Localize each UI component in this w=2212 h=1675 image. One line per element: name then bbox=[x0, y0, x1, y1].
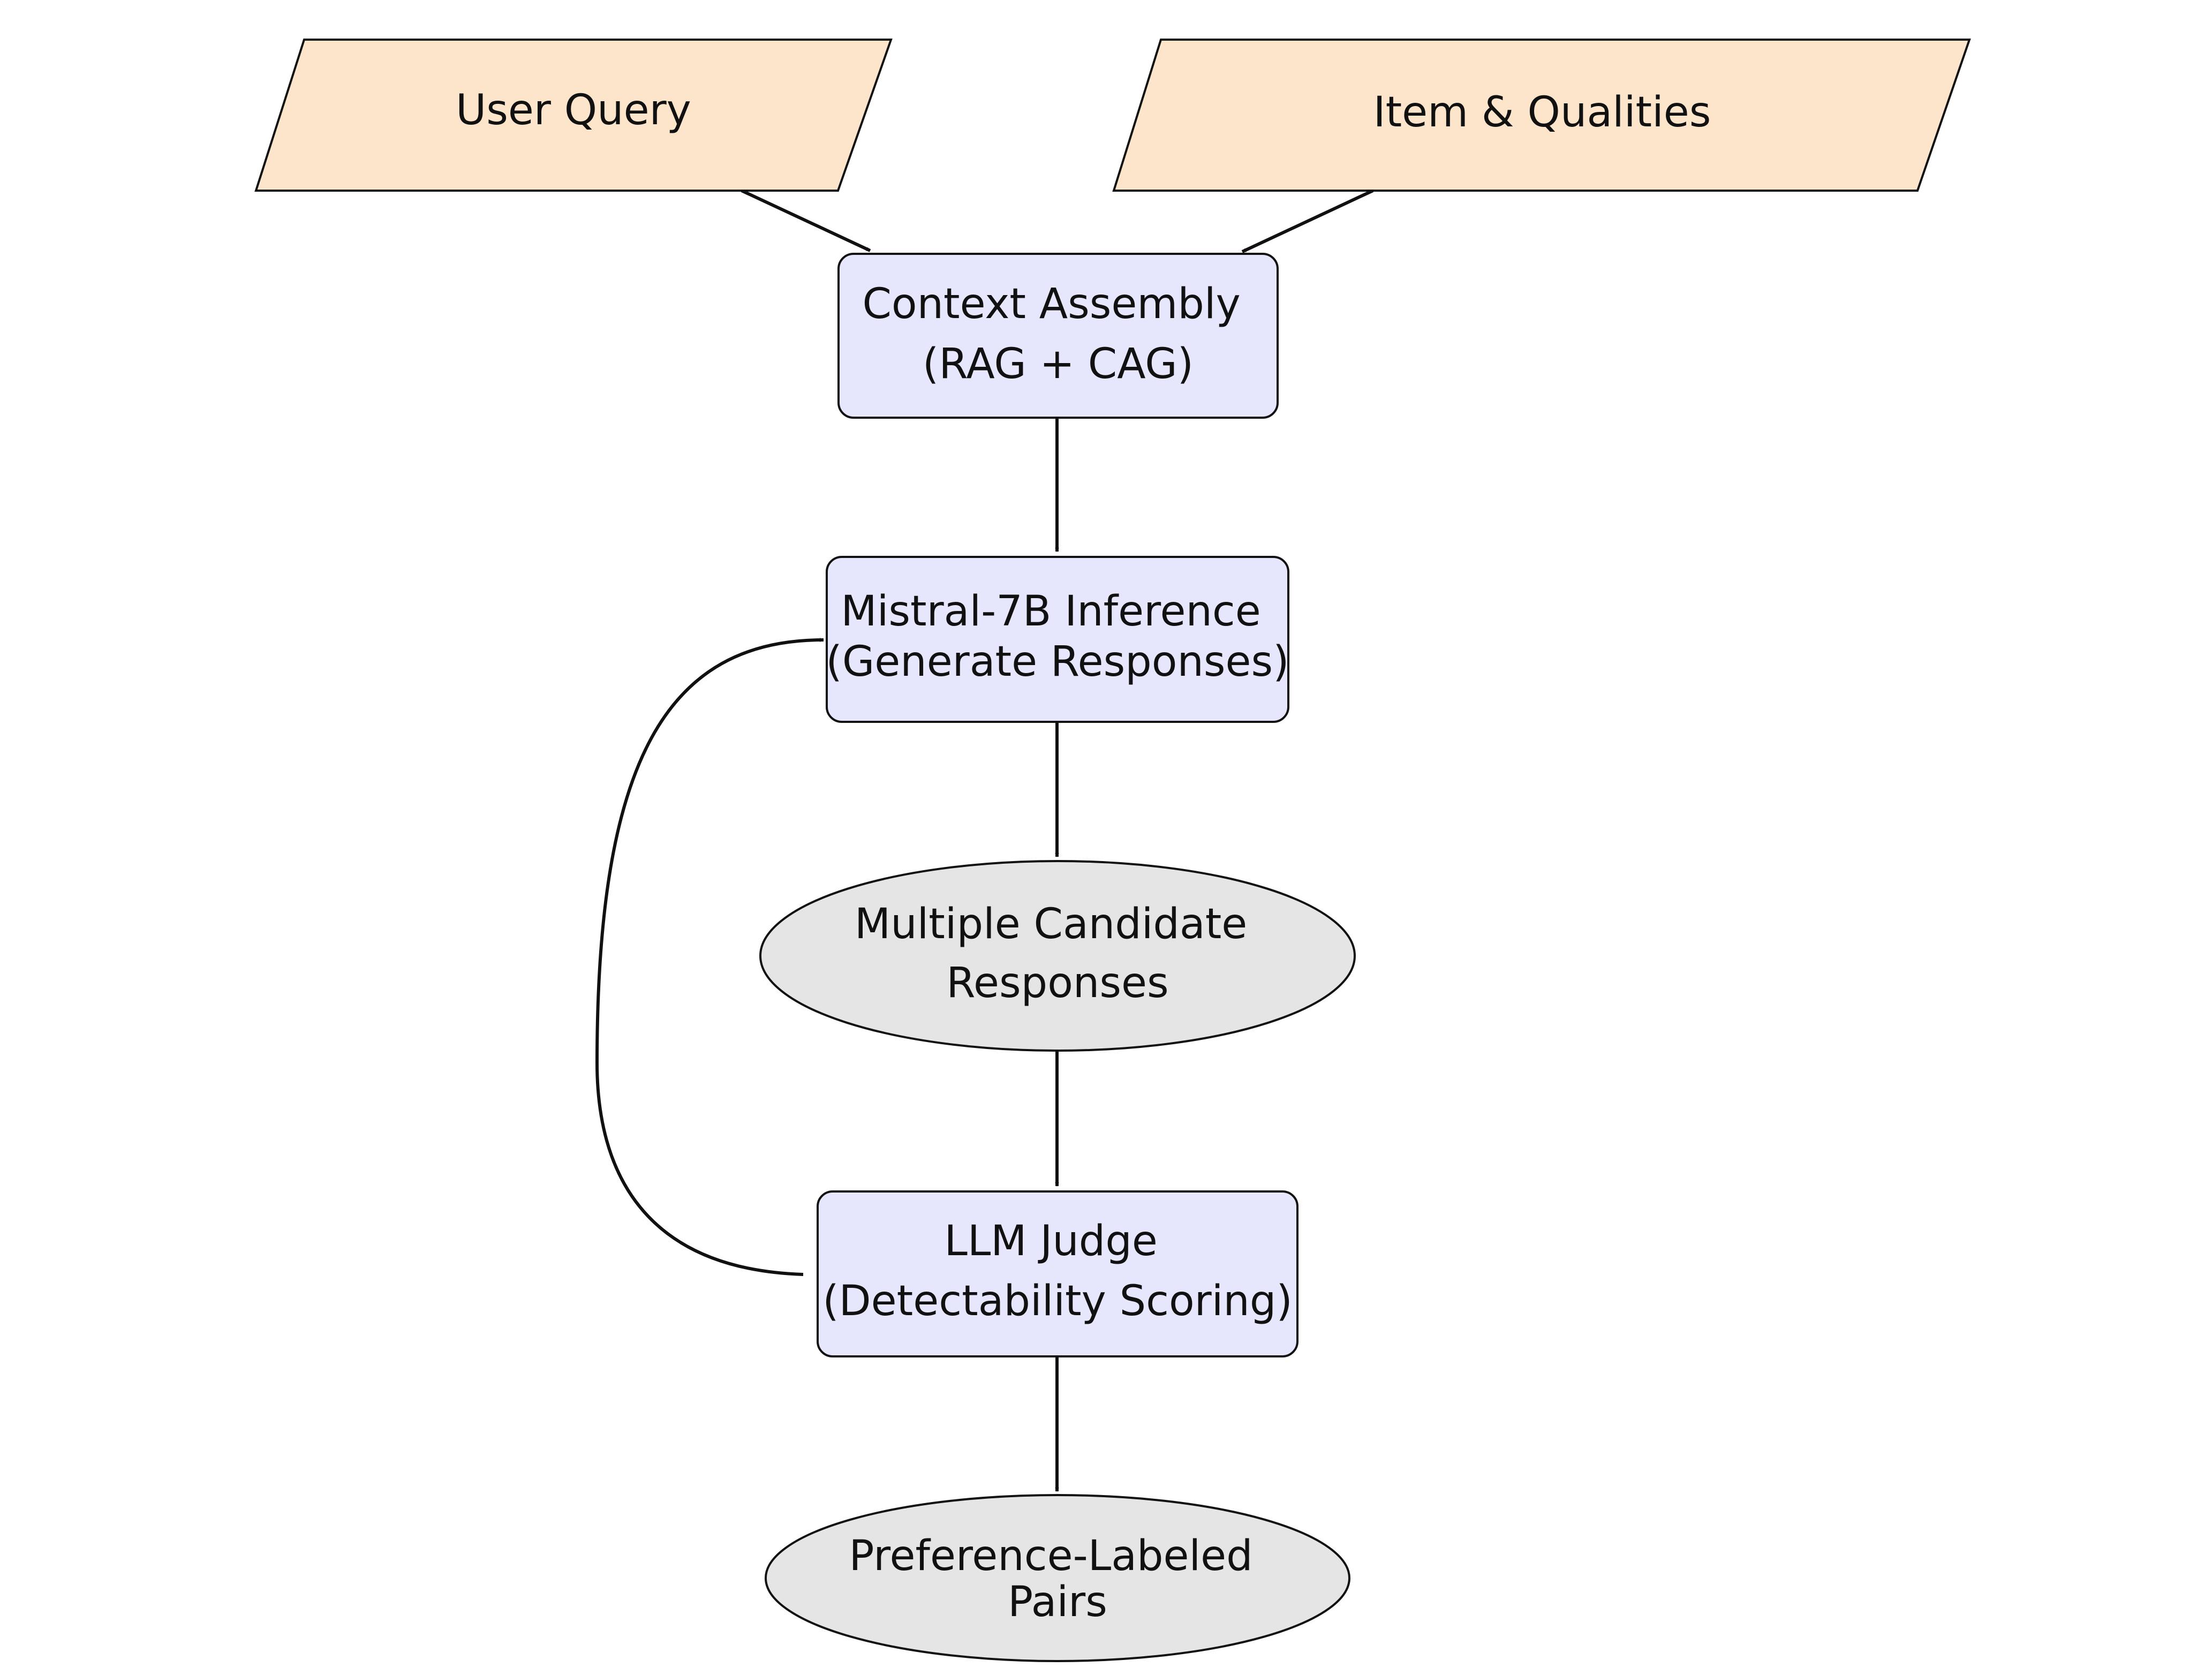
preference-pairs-label: Preference-Labeled Pairs bbox=[849, 1532, 1266, 1626]
candidates-label: Multiple Candidate Responses bbox=[855, 900, 1260, 1007]
item-qualities-label: Item & Qualities bbox=[1373, 88, 1711, 137]
preference-pairs-line-2: Pairs bbox=[1008, 1578, 1107, 1626]
llm-judge-shape bbox=[817, 1190, 1298, 1357]
candidates-line-1: Multiple Candidate bbox=[855, 900, 1247, 948]
mistral-inference-line-2: (Generate Responses) bbox=[826, 638, 1289, 686]
item-qualities-shape bbox=[1112, 39, 1971, 192]
context-assembly-label: Context Assembly (RAG + CAG) bbox=[862, 280, 1254, 388]
edge-llm-judge-feedback-to-mistral-inference bbox=[595, 638, 824, 1276]
preference-pairs-shape bbox=[765, 1494, 1350, 1662]
context-assembly-line-2: (RAG + CAG) bbox=[923, 340, 1194, 388]
llm-judge-line-1: LLM Judge bbox=[944, 1217, 1157, 1265]
user-query-label: User Query bbox=[456, 86, 691, 134]
candidates-shape bbox=[759, 860, 1356, 1052]
context-assembly-line-1: Context Assembly bbox=[862, 280, 1240, 328]
mistral-inference-line-1: Mistral-7B Inference bbox=[841, 587, 1260, 636]
candidates-line-2: Responses bbox=[946, 959, 1168, 1007]
mistral-inference-label: Mistral-7B Inference (Generate Responses… bbox=[826, 587, 1289, 686]
item-qualities-node: Item & Qualities bbox=[1112, 39, 1971, 192]
edges bbox=[595, 189, 1374, 1492]
llm-judge-node: LLM Judge (Detectability Scoring) bbox=[817, 1190, 1298, 1357]
context-assembly-node: Context Assembly (RAG + CAG) bbox=[837, 253, 1279, 419]
user-query-shape bbox=[254, 39, 893, 192]
context-assembly-shape bbox=[837, 253, 1279, 419]
llm-judge-line-2: (Detectability Scoring) bbox=[822, 1277, 1293, 1325]
preference-pairs-node: Preference-Labeled Pairs bbox=[765, 1494, 1350, 1662]
user-query-node: User Query bbox=[254, 39, 893, 192]
user-query-line-1: User Query bbox=[456, 86, 691, 134]
mistral-inference-shape bbox=[826, 556, 1289, 723]
edge-item-qualities-to-context-assembly bbox=[1241, 189, 1374, 253]
item-qualities-line-1: Item & Qualities bbox=[1373, 88, 1711, 137]
edge-user-query-to-context-assembly bbox=[741, 189, 871, 252]
preference-pairs-line-1: Preference-Labeled bbox=[849, 1532, 1253, 1580]
mistral-inference-node: Mistral-7B Inference (Generate Responses… bbox=[826, 556, 1289, 723]
llm-judge-label: LLM Judge (Detectability Scoring) bbox=[822, 1217, 1293, 1325]
candidates-node: Multiple Candidate Responses bbox=[759, 860, 1356, 1052]
